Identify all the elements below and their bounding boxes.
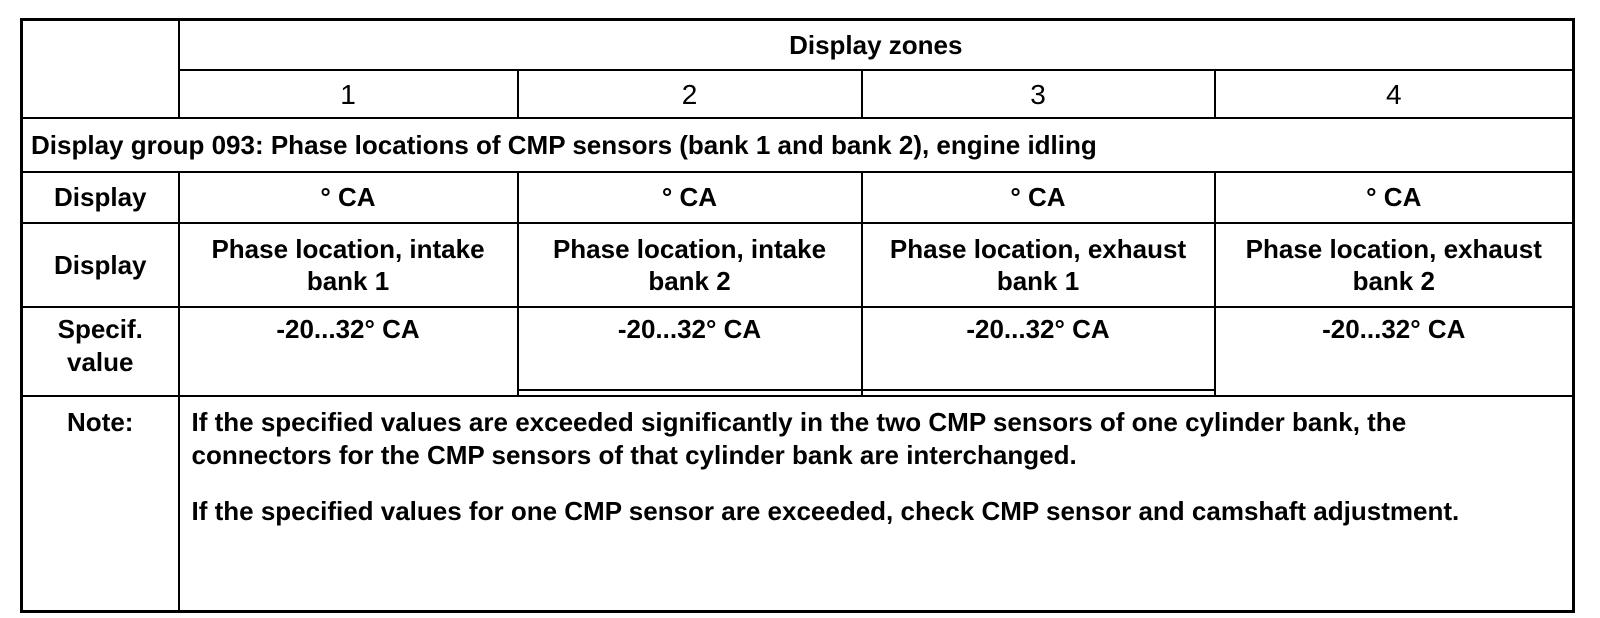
description-zone-3-line1: Phase location, exhaust [889, 233, 1187, 264]
zone-number-2: 2 [516, 69, 863, 119]
specified-value-zone-2: -20...32° CA [516, 306, 863, 397]
display-group-093-table: Display zones 1 2 3 4 Display group 093:… [20, 18, 1576, 613]
description-zone-1-line1: Phase location, intake [211, 233, 485, 264]
description-zone-3-line2: bank 1 [996, 266, 1080, 296]
description-zone-1: Phase location, intake bank 1 [177, 222, 519, 308]
zone-number-3: 3 [860, 69, 1216, 119]
unit-zone-1: ° CA [177, 171, 519, 224]
note-paragraph-1-line-1: If the specified values are exceeded sig… [191, 407, 1407, 437]
display-description-row-label: Display [20, 222, 180, 308]
display-zones-header-row: Display zones [20, 18, 1575, 119]
specified-value-row: Specif. value -20...32° CA -20...32° CA … [20, 306, 1575, 397]
zone-numbers-row: 1 2 3 4 [22, 69, 1575, 119]
description-zone-1-line2: bank 1 [306, 266, 390, 296]
specified-value-zone-1: -20...32° CA [177, 306, 519, 397]
description-zone-2-line2: bank 2 [648, 266, 731, 296]
zone-number-4: 4 [1213, 69, 1575, 119]
specified-value-zone-3: -20...32° CA [860, 306, 1216, 397]
specified-value-label-line1: Specif. [57, 314, 143, 344]
note-paragraph-1: If the specified values are exceeded sig… [192, 406, 1569, 471]
note-paragraph-2: If the specified values for one CMP sens… [192, 495, 1569, 528]
display-zones-header: Display zones [177, 18, 1575, 71]
unit-zone-2: ° CA [516, 171, 863, 224]
specified-value-row-label: Specif. value [20, 306, 180, 397]
unit-zone-4: ° CA [1213, 171, 1575, 224]
note-paragraph-2-line-1: If the specified values for one CMP sens… [191, 496, 1460, 526]
note-paragraph-1-line-2: connectors for the CMP sensors of that c… [191, 439, 1077, 470]
description-zone-4: Phase location, exhaust bank 2 [1213, 222, 1575, 308]
specified-value-label-line2: value [67, 346, 134, 377]
description-zone-4-line2: bank 2 [1352, 266, 1435, 296]
note-text: If the specified values are exceeded sig… [177, 395, 1575, 613]
display-unit-row-label: Display [20, 171, 180, 224]
description-zone-2: Phase location, intake bank 2 [516, 222, 863, 308]
display-group-title-row: Display group 093: Phase locations of CM… [20, 117, 1575, 173]
zone-number-1: 1 [177, 69, 519, 119]
corner-empty-cell [20, 18, 180, 119]
display-unit-row: Display ° CA ° CA ° CA ° CA [20, 171, 1575, 224]
display-description-row: Display Phase location, intake bank 1 Ph… [20, 222, 1575, 308]
description-zone-2-line1: Phase location, intake [552, 233, 827, 264]
note-row: Note: If the specified values are exceed… [20, 395, 1575, 613]
unit-zone-3: ° CA [860, 171, 1216, 224]
specified-value-zone-4: -20...32° CA [1213, 306, 1575, 397]
display-group-title: Display group 093: Phase locations of CM… [20, 117, 1575, 173]
note-row-label: Note: [20, 395, 180, 613]
description-zone-3: Phase location, exhaust bank 1 [860, 222, 1216, 308]
description-zone-4-line1: Phase location, exhaust [1245, 233, 1542, 264]
